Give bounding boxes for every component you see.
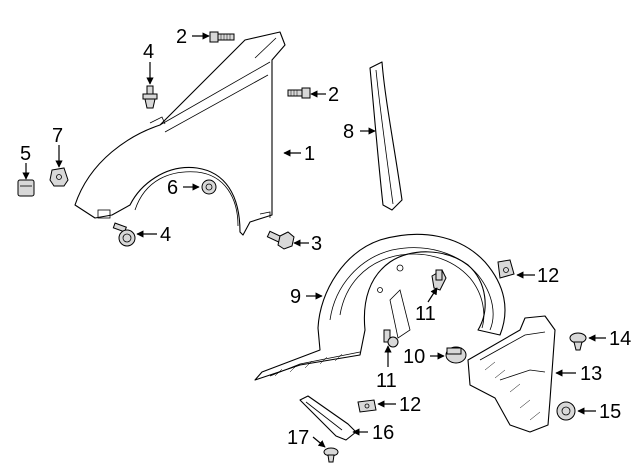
- clip-part-17: [323, 447, 339, 463]
- callout-2a: 2: [176, 26, 187, 48]
- bolt-part-3: [266, 230, 295, 250]
- liner-part-9: [254, 233, 506, 381]
- clip-part-7: [49, 167, 69, 187]
- callout-5: 5: [20, 143, 31, 165]
- clip-part-15: [556, 401, 576, 421]
- callout-17: 17: [287, 427, 309, 449]
- callout-12b: 12: [399, 394, 421, 416]
- callout-12a: 12: [537, 265, 559, 287]
- clip-part-11-upper: [431, 269, 447, 291]
- callout-11b: 11: [376, 370, 397, 392]
- callout-15: 15: [599, 401, 621, 423]
- callout-6: 6: [167, 177, 178, 199]
- callout-11a: 11: [415, 303, 436, 325]
- callout-13: 13: [580, 363, 602, 385]
- callout-16: 16: [372, 422, 394, 444]
- callout-1: 1: [304, 143, 315, 165]
- leader-17: [312, 436, 326, 448]
- leader-lines: [22, 32, 606, 448]
- retainer-part-5: [17, 179, 35, 197]
- callout-4a: 4: [143, 41, 154, 63]
- callout-3: 3: [311, 233, 322, 255]
- shield-part-13: [467, 315, 556, 433]
- callout-labels: 1 2 2 3 4 4 5 6 7 8 9 10 11 11 12 12 13 …: [20, 26, 631, 449]
- bolt-part-2-upper: [209, 31, 235, 43]
- clip-part-11-lower: [383, 329, 399, 348]
- clip-part-4-upper: [142, 85, 158, 109]
- nut-part-10: [445, 346, 467, 364]
- callout-7: 7: [52, 125, 63, 147]
- bracket-part-12-upper: [497, 259, 515, 279]
- bracket-part-12-lower: [357, 399, 377, 413]
- callout-8: 8: [343, 121, 354, 143]
- callout-9: 9: [290, 286, 301, 308]
- callout-2b: 2: [328, 84, 339, 106]
- callout-14: 14: [609, 328, 631, 350]
- bolt-part-4-lower: [112, 222, 136, 247]
- callout-4b: 4: [160, 224, 171, 246]
- bolt-part-2-lower: [287, 87, 311, 99]
- callout-10: 10: [403, 346, 425, 368]
- fender-part-1: [74, 31, 286, 236]
- nut-part-6: [201, 179, 217, 195]
- clip-part-14: [569, 332, 587, 351]
- seal-part-8: [369, 61, 403, 211]
- leader-11a: [427, 287, 438, 303]
